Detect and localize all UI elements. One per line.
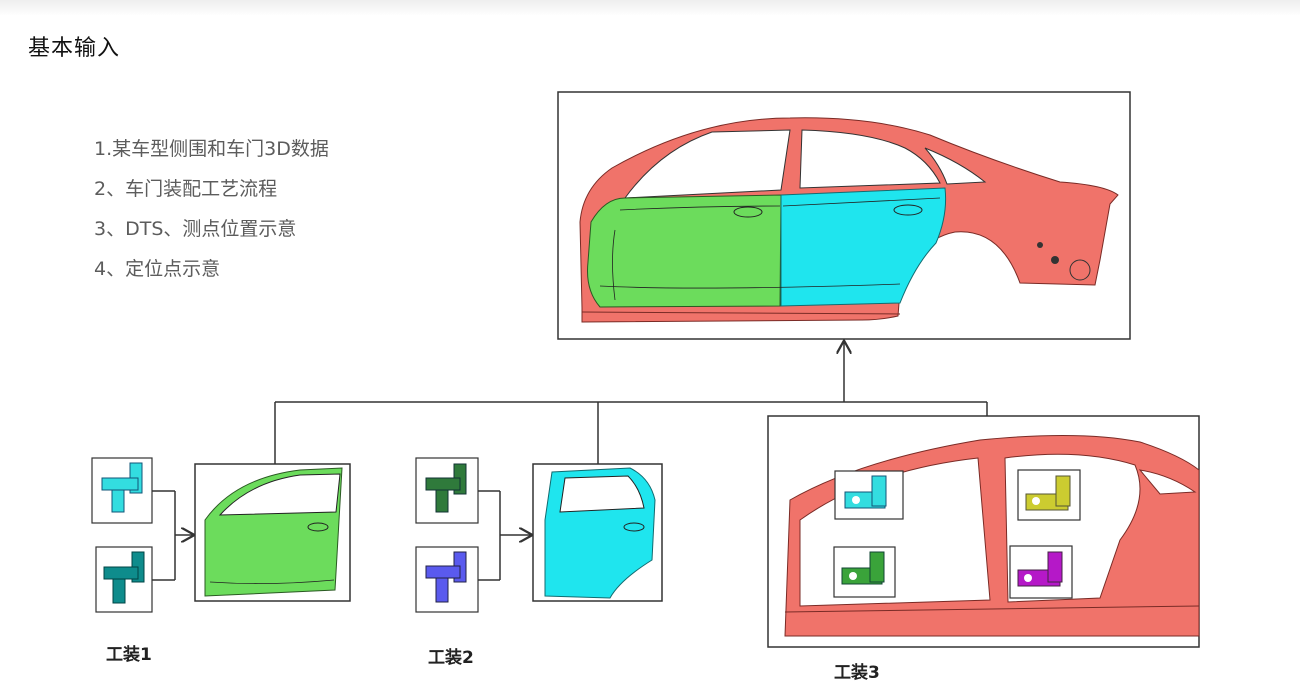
rear-door-panel [532, 463, 663, 602]
fixture2-pin-b [415, 546, 479, 613]
page-title: 基本输入 [28, 36, 121, 61]
quarter-window [924, 147, 987, 185]
locating-point-green [833, 546, 896, 598]
assembled-vehicle-panel [557, 91, 1131, 340]
rear-window [799, 129, 941, 189]
input-item-2: 2、车门装配工艺流程 [94, 178, 278, 200]
input-list: 1.某车型侧围和车门3D数据 2、车门装配工艺流程 3、DTS、测点位置示意 4… [94, 136, 329, 296]
fixture2-pin-a [415, 457, 479, 524]
fixture1-pin-b [95, 546, 153, 613]
front-window [623, 129, 791, 199]
input-item-3: 3、DTS、测点位置示意 [94, 218, 297, 240]
fixture3-label: 工装3 [834, 663, 880, 683]
body-side-frame-panel [767, 415, 1200, 648]
locating-point-cyan [834, 470, 904, 520]
input-item-1: 1.某车型侧围和车门3D数据 [94, 138, 329, 160]
fixture1-pin-a [91, 457, 153, 524]
locating-point-purple [1009, 545, 1073, 599]
locating-point-yellow [1017, 469, 1081, 521]
rear-door-shape [780, 187, 947, 307]
front-door-shape [587, 194, 782, 308]
top-bar [0, 0, 1300, 16]
flow-connectors [152, 342, 988, 581]
front-door-panel [194, 463, 351, 602]
fixture1-label: 工装1 [106, 645, 152, 665]
fixture2-label: 工装2 [428, 648, 474, 668]
input-item-4: 4、定位点示意 [94, 258, 221, 280]
